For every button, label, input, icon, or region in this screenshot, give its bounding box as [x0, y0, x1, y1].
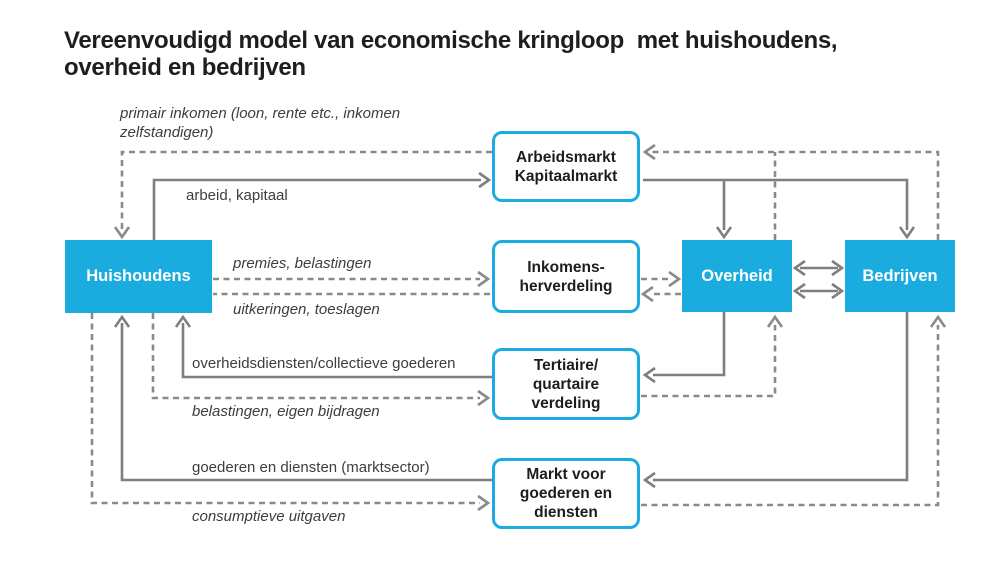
- arrowhead-into-huishoudens-top: [113, 226, 131, 240]
- dashed-line-belastingen-eigen-bijdragen: [151, 313, 480, 400]
- arrowhead-into-overheid-top: [715, 226, 733, 240]
- solid-line-arbeid-kapitaal: [152, 178, 481, 240]
- label-overheidsdiensten: overheidsdiensten/collectieve goederen: [192, 355, 456, 372]
- label-premies-belastingen: premies, belastingen: [233, 255, 372, 272]
- dashed-line-tertiaire-to-overheid: [641, 325, 777, 398]
- solid-line-bedrijven-to-markt: [653, 312, 909, 482]
- box-inkomensherverdeling: Inkomens- herverdeling: [492, 240, 640, 313]
- label-arbeid-kapitaal: arbeid, kapitaal: [186, 187, 288, 204]
- arrowhead-into-arbeidsmarkt-left: [478, 171, 492, 189]
- double-arrowheads-top: [792, 259, 845, 277]
- node-huishoudens: Huishoudens: [65, 240, 212, 313]
- box-markt-voor-goederen-en-diensten: Markt voor goederen en diensten: [492, 458, 640, 529]
- label-primair-inkomen: primair inkomen (loon, rente etc., inkom…: [120, 105, 401, 141]
- arrowhead-into-bedrijven-top: [898, 226, 916, 240]
- solid-line-arbeidsmarkt-to-overheid-bedrijven: [643, 178, 909, 230]
- arrowhead-into-inkomens-left: [477, 270, 491, 288]
- arrowhead-into-inkomens-right: [640, 285, 654, 303]
- box-arbeidsmarkt-kapitaalmarkt: Arbeidsmarkt Kapitaalmarkt: [492, 131, 640, 202]
- label-goederen-en-diensten: goederen en diensten (marktsector): [192, 459, 430, 476]
- label-belastingen-eigen-bijdragen: belastingen, eigen bijdragen: [192, 403, 380, 420]
- label-uitkeringen-toeslagen: uitkeringen, toeslagen: [233, 301, 380, 318]
- diagram-title: Vereenvoudigd model van economische krin…: [64, 27, 838, 81]
- dashed-line-primair-inkomen: [120, 150, 492, 229]
- arrowhead-into-overheid-left: [668, 270, 682, 288]
- double-arrowheads-bottom: [792, 282, 845, 300]
- arrowhead-into-huishoudens-bottom-right: [174, 314, 192, 328]
- arrowhead-into-bedrijven-bottom: [929, 314, 947, 328]
- arrowhead-into-markt-left: [477, 494, 491, 512]
- arrowhead-into-huishoudens-bottom-left: [113, 314, 131, 328]
- dashed-line-consumptieve-uitgaven: [90, 313, 480, 505]
- solid-line-goederen-en-diensten: [120, 323, 492, 482]
- arrowhead-into-tertiaire-left: [477, 389, 491, 407]
- node-bedrijven: Bedrijven: [845, 240, 955, 312]
- box-tertiaire-quartaire-verdeling: Tertiaire/ quartaire verdeling: [492, 348, 640, 420]
- label-consumptieve-uitgaven: consumptieve uitgaven: [192, 508, 346, 525]
- arrowhead-into-overheid-bottom: [766, 314, 784, 328]
- dashed-line-overheid-bedrijven-to-arbeidsmarkt: [652, 150, 940, 240]
- dashed-line-markt-to-bedrijven: [641, 325, 940, 507]
- arrowhead-into-markt-right: [642, 471, 656, 489]
- solid-line-overheidsdiensten: [181, 323, 492, 379]
- arrowhead-into-tertiaire-right: [642, 366, 656, 384]
- solid-line-overheid-to-tertiaire: [653, 312, 726, 377]
- arrowhead-into-arbeidsmarkt-right: [642, 143, 656, 161]
- node-overheid: Overheid: [682, 240, 792, 312]
